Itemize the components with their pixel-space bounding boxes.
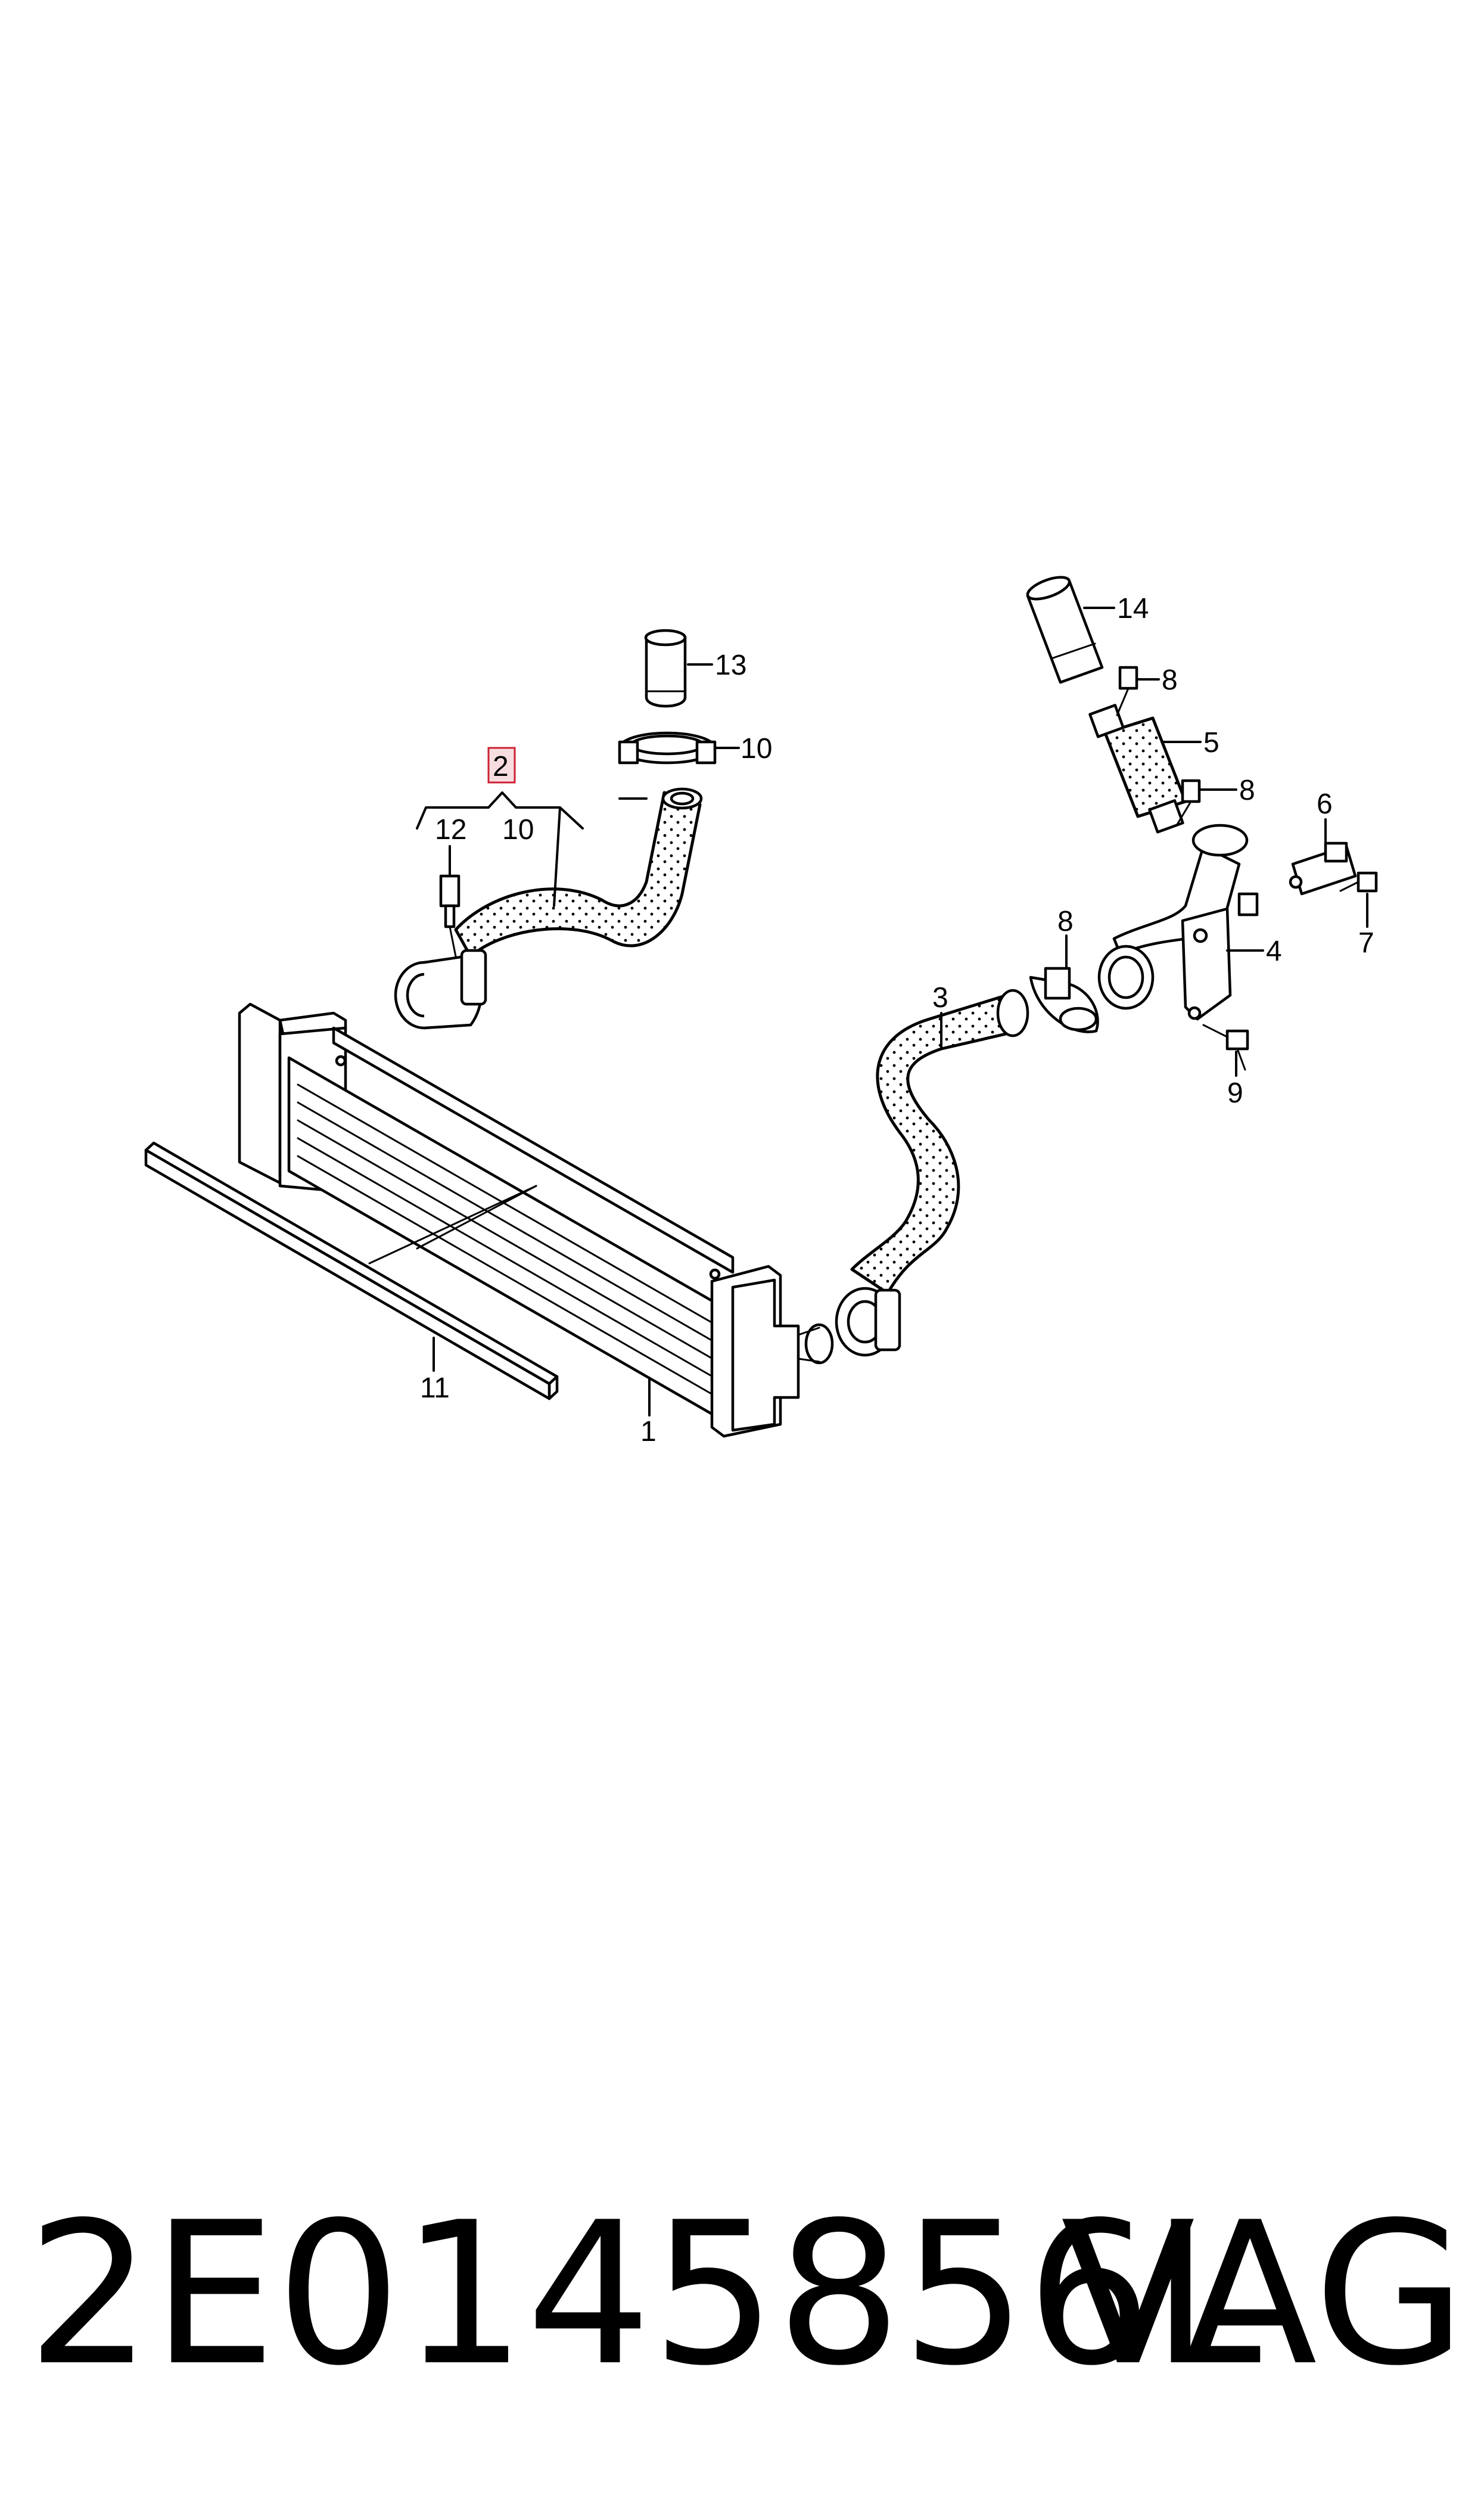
callout-8-top[interactable]: 8 xyxy=(1162,664,1178,696)
callout-13[interactable]: 13 xyxy=(715,650,746,681)
callout-10-left[interactable]: 10 xyxy=(502,814,534,846)
callout-8-middle[interactable]: 8 xyxy=(1057,906,1074,937)
brand-name: VAG xyxy=(1060,2180,1466,2409)
hose-section-5 xyxy=(1088,704,1187,834)
bolt-8-lower xyxy=(1175,779,1201,827)
callout-9[interactable]: 9 xyxy=(1227,1077,1243,1109)
callout-2-highlight-box xyxy=(487,747,516,784)
callout-5[interactable]: 5 xyxy=(1203,727,1219,759)
bolt-9 xyxy=(1202,1024,1249,1071)
seal-strip xyxy=(144,1141,559,1400)
bolt-8-upper xyxy=(1116,666,1138,716)
leader-lines xyxy=(416,607,1368,1417)
callout-12[interactable]: 12 xyxy=(435,814,466,846)
hose-clamp-10 xyxy=(618,731,717,765)
temperature-sensor xyxy=(439,874,461,958)
upper-coolant-hose xyxy=(394,787,703,1030)
hose-connector-13 xyxy=(644,629,687,708)
hose-section-14 xyxy=(1026,576,1104,684)
callout-3[interactable]: 3 xyxy=(932,982,948,1014)
callout-6[interactable]: 6 xyxy=(1317,788,1333,820)
charge-air-cooler xyxy=(238,1002,834,1438)
callout-labels: 2 12 10 13 10 11 1 3 8 14 8 5 8 6 4 7 9 xyxy=(420,593,1374,1448)
screw-7 xyxy=(1339,871,1378,893)
callout-7[interactable]: 7 xyxy=(1358,927,1374,959)
coolant-pipe-bracket xyxy=(1097,824,1259,1021)
callout-2[interactable]: 2 xyxy=(493,751,509,782)
callout-4[interactable]: 4 xyxy=(1266,936,1282,967)
callout-10-top[interactable]: 10 xyxy=(741,733,772,765)
callout-11[interactable]: 11 xyxy=(420,1372,450,1404)
lower-coolant-hose xyxy=(835,989,1029,1357)
part-number: 2E0145856L xyxy=(27,2180,1262,2409)
callout-1[interactable]: 1 xyxy=(640,1416,657,1448)
hose-clamp-8 xyxy=(1029,967,1099,1033)
callout-14[interactable]: 14 xyxy=(1117,593,1149,625)
callout-8-lower[interactable]: 8 xyxy=(1239,775,1255,806)
coolant-sensor-6 xyxy=(1289,841,1357,896)
